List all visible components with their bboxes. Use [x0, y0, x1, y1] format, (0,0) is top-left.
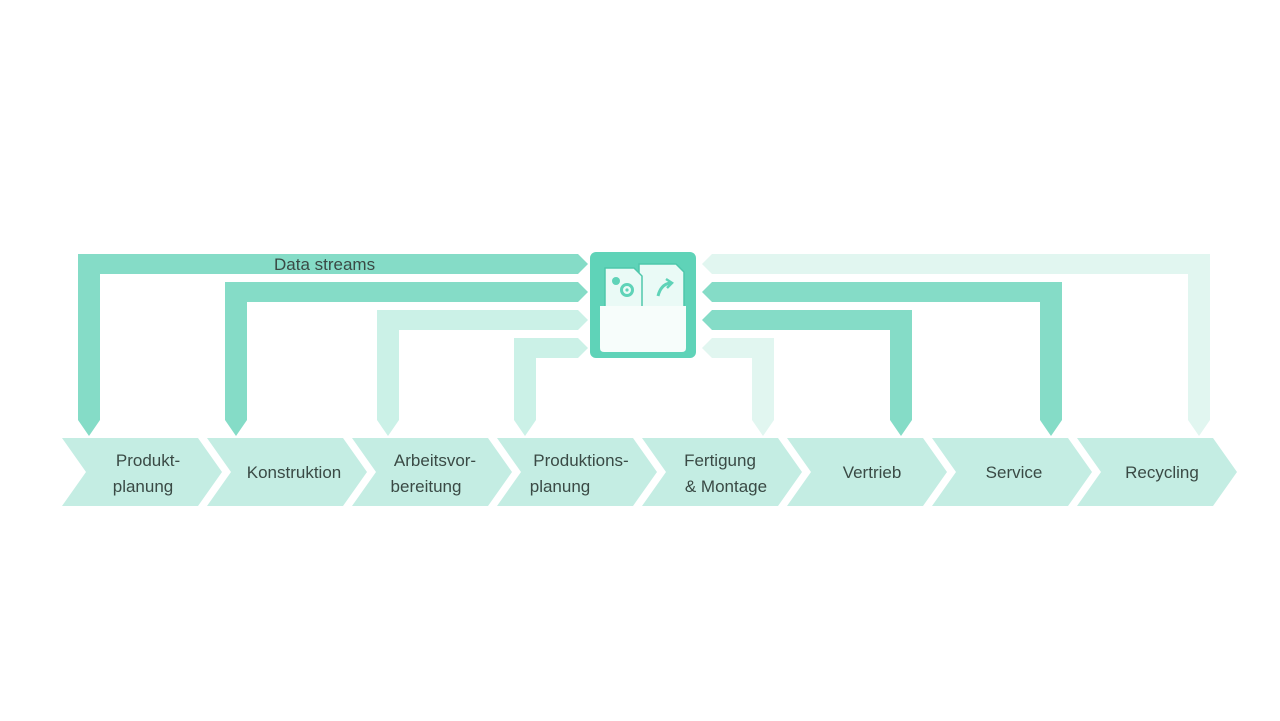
stage-arbeitsvorbereitung-shape: [352, 438, 512, 506]
stage-konstruktion-label: Konstruktion: [247, 463, 342, 482]
stage-recycling: Recycling: [1077, 438, 1237, 506]
stream-vertrieb: [702, 310, 912, 436]
stream-produktionsplanung-path: [514, 338, 588, 436]
stream-vertrieb-path: [702, 310, 912, 436]
data-hub: [590, 252, 696, 358]
stage-produktionsplanung-label-line2: planung: [530, 477, 591, 496]
stage-produktionsplanung-shape: [497, 438, 657, 506]
stage-produktplanung-shape: [62, 438, 222, 506]
stage-arbeitsvorbereitung-label-line2: bereitung: [391, 477, 462, 496]
stage-produktplanung-label-line2: planung: [113, 477, 174, 496]
stream-produktplanung: [78, 254, 588, 436]
stage-fertigung-montage-shape: [642, 438, 802, 506]
stream-konstruktion-path: [225, 282, 588, 436]
stage-vertrieb: Vertrieb: [787, 438, 947, 506]
data-streams-label: Data streams: [274, 255, 375, 274]
stage-fertigung-montage-label-line2: & Montage: [685, 477, 767, 496]
stage-fertigung-montage-label-line1: Fertigung: [684, 451, 756, 470]
stream-arbeitsvorbereitung: [377, 310, 588, 436]
stage-recycling-shape: [1077, 438, 1237, 506]
stream-service: [702, 282, 1062, 436]
stage-vertrieb-label: Vertrieb: [843, 463, 902, 482]
stream-produktionsplanung: [514, 338, 588, 436]
folder-with-documents-icon: [600, 263, 686, 352]
stream-konstruktion: [225, 282, 588, 436]
stage-fertigung-montage: Fertigung & Montage: [642, 438, 802, 506]
stage-service-label: Service: [986, 463, 1043, 482]
stage-produktplanung-label-line1: Produkt-: [116, 451, 180, 470]
stage-produktionsplanung-label-line1: Produktions-: [533, 451, 628, 470]
stream-service-path: [702, 282, 1062, 436]
stage-vertrieb-shape: [787, 438, 947, 506]
stream-fertigung-montage-path: [702, 338, 774, 436]
stage-produktionsplanung: Produktions- planung: [497, 438, 657, 506]
stage-arbeitsvorbereitung: Arbeitsvor- bereitung: [352, 438, 512, 506]
stream-recycling: [702, 254, 1210, 436]
stage-service: Service: [932, 438, 1092, 506]
stream-arbeitsvorbereitung-path: [377, 310, 588, 436]
stage-konstruktion-shape: [207, 438, 367, 506]
stage-service-shape: [932, 438, 1092, 506]
stage-arbeitsvorbereitung-label-line1: Arbeitsvor-: [394, 451, 476, 470]
stage-recycling-label: Recycling: [1125, 463, 1199, 482]
stream-recycling-path: [702, 254, 1210, 436]
stage-konstruktion: Konstruktion: [207, 438, 367, 506]
stream-fertigung-montage: [702, 338, 774, 436]
stage-produktplanung: Produkt- planung: [62, 438, 222, 506]
stream-produktplanung-path: [78, 254, 588, 436]
